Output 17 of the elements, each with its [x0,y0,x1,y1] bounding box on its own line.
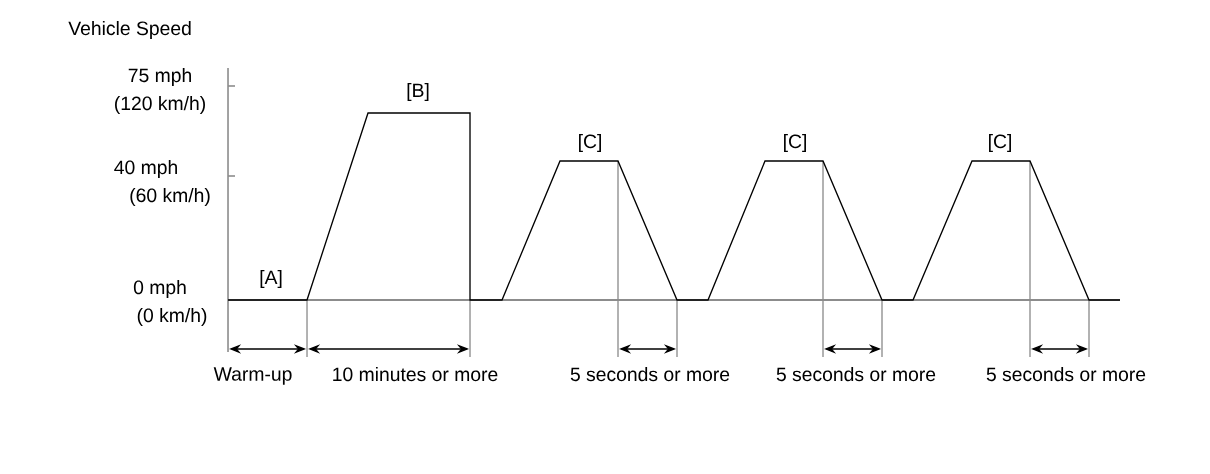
phase-label: [C] [579,134,601,152]
speed-tick-label: 40 mph [114,160,177,178]
axis-title: Vehicle Speed [68,21,191,39]
phase-label: [A] [260,270,282,288]
speed-tick-label: (120 km/h) [115,96,205,114]
duration-label: 5 seconds or more [986,367,1146,382]
speed-tick-label: 75 mph [128,68,191,86]
speed-tick-label: (0 km/h) [137,308,207,326]
duration-label: 5 seconds or more [776,367,936,382]
phase-label: [C] [784,134,806,152]
speed-tick-label: (60 km/h) [130,188,210,206]
duration-label: Warm-up [213,367,292,385]
duration-label: 5 seconds or more [570,367,730,382]
speed-tick-label: 0 mph [133,280,186,298]
phase-label: [C] [989,134,1011,152]
phase-label: [B] [407,83,429,101]
duration-label: 10 minutes or more [333,367,498,382]
